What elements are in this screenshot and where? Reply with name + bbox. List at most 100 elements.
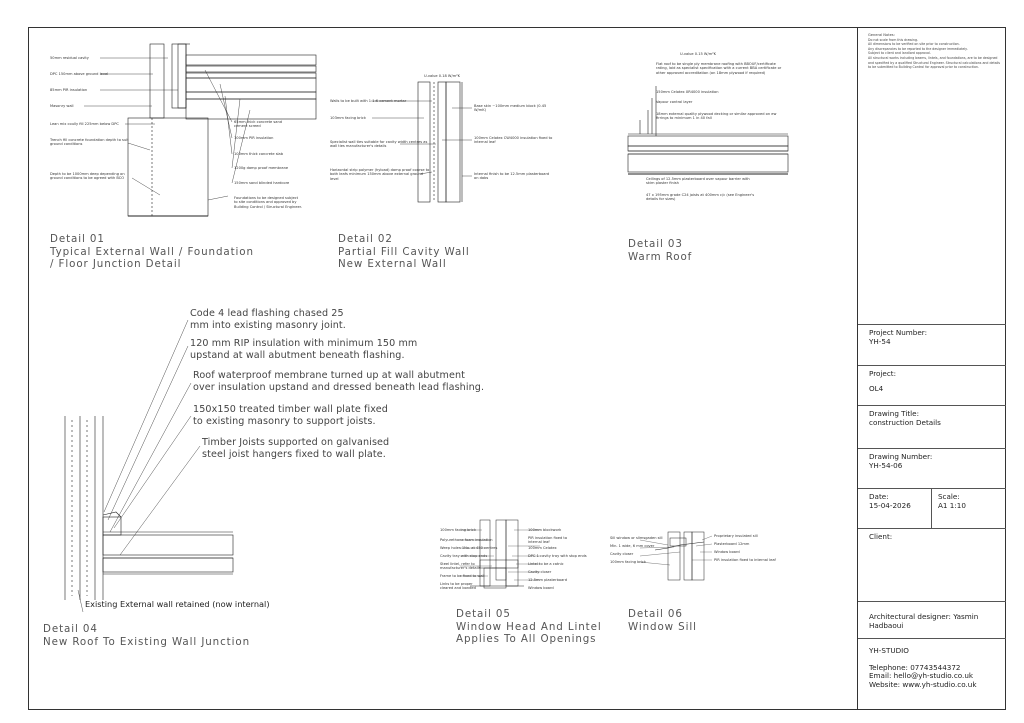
d03-note-1: Flat roof to be single ply membrane roof…	[656, 62, 782, 75]
d04-note-3: Roof waterproof membrane turned up at wa…	[193, 370, 485, 393]
d01-note-6: Trench fill concrete foundation depth to…	[50, 138, 129, 147]
drawing-title: construction Details	[869, 417, 941, 427]
studio-email: Email: hello@yh-studio.co.uk	[869, 671, 974, 680]
d02-note-2: 103mm facing brick	[330, 116, 366, 120]
d03-note-2: 150mm Celotex XR4000 insulation	[656, 90, 719, 94]
detail-06-drawing	[654, 531, 705, 581]
d05-note-10: 100mm Celotex	[528, 546, 557, 550]
d01-note-5: Lean mix coully fill 225mm below DPC	[50, 122, 119, 126]
d05-note-6: Frame to be fixed to wall	[440, 574, 485, 578]
sheet-border	[28, 27, 1006, 710]
d05-note-15: Window board	[528, 586, 554, 590]
d01-note-4: Masonry wall	[50, 104, 74, 108]
detail-04-caption: Detail 04 New Roof To Existing Wall Junc…	[43, 623, 250, 648]
general-notes: General Notes: Do not scale from this dr…	[868, 33, 1004, 70]
general-notes-heading: General Notes:	[868, 33, 895, 37]
d06-note-4: 100mm facing brick	[610, 560, 646, 564]
d02-note-7: Internal finish to be 12.5mm plasterboar…	[474, 172, 550, 181]
project-number: YH-54	[869, 336, 891, 346]
d06-note-5: Proprietary insulated sill	[714, 534, 758, 538]
d05-note-11: DPC 1 cavity tray with stop ends	[528, 554, 587, 558]
d03-note-3: Vapour control layer	[656, 100, 693, 104]
d01-note-1: 50mm residual cavity	[50, 56, 89, 60]
d01-note-11: 1200g damp proof membrane	[234, 166, 289, 170]
date-label: Date:	[869, 492, 889, 501]
d05-note-4: Cavity tray with stop ends	[440, 554, 488, 558]
date-scale-cell: Date: 15-04-2026 Scale: A1 1:10	[858, 488, 1006, 528]
d01-note-13: Foundations to be designed subject to si…	[234, 196, 302, 209]
d05-note-13: Cavity closer	[528, 570, 552, 574]
d03-note-5: Ceilings of 12.5mm plasterboard over vap…	[646, 177, 750, 186]
d05-note-1: 100mm facing brick	[440, 528, 476, 532]
detail-04-leaders	[77, 319, 201, 613]
detail-05-drawing	[470, 519, 524, 589]
d06-note-2: Min. 1 wide, 6 mm cover	[610, 544, 655, 548]
date-scale-divider	[931, 489, 932, 528]
d02-note-6: 100mm Celotex CW4000 insulation fixed to…	[474, 136, 553, 145]
project-cell: Project: OL4	[858, 365, 1006, 405]
d06-note-1: Sill window or slimsgaden sill	[610, 536, 663, 540]
detail-02-leaders	[372, 100, 472, 177]
title-block: General Notes: Do not scale from this dr…	[857, 27, 1006, 710]
scale-value: A1 1:10	[938, 500, 966, 510]
studio-cell: YH-STUDIO Telephone: 07743544372 Email: …	[858, 638, 1006, 710]
d06-note-8: PIR insulation fixed to internal leaf	[714, 558, 776, 562]
detail-01-drawing	[127, 43, 317, 217]
d05-note-9: PIR insulation fixed to internal leaf	[528, 536, 568, 545]
general-note-1: Do not scale from this drawing.	[868, 37, 918, 42]
d04-bottom-note: Existing External wall retained (now int…	[85, 599, 270, 609]
detail-06-leaders	[639, 535, 713, 566]
d01-note-2: DPC 150mm above ground level	[50, 72, 109, 76]
project-label: Project:	[869, 369, 897, 378]
detail-05-caption: Detail 05 Window Head And Lintel Applies…	[456, 608, 602, 646]
drawing-number-label: Drawing Number:	[869, 452, 933, 461]
scale-label: Scale:	[938, 492, 960, 501]
studio-telephone: Telephone: 07743544372	[869, 662, 961, 672]
d03-note-6: 47 x 195mm grade C24 joists at 400mm c/c…	[646, 193, 755, 202]
d02-uvalue: U-value 0.18 W/m²K	[424, 74, 460, 78]
d04-note-1: Code 4 lead flashing chased 25 mm into e…	[190, 308, 346, 331]
detail-02-drawing	[417, 81, 463, 203]
d01-note-10: 100mm thick concrete slab	[234, 152, 284, 156]
general-note-5: All structural works including beams, li…	[868, 55, 1001, 70]
d02-note-4: Horizontal strip polymer (hyload) damp p…	[330, 168, 430, 181]
general-note-3: Any discrepancies to be reported to the …	[868, 46, 968, 51]
detail-04-drawing	[64, 416, 234, 600]
d01-note-12: 150mm sand blinded hardcore	[234, 181, 290, 185]
general-note-4: Subject to client and landlord approval.	[868, 51, 931, 56]
d02-note-5: Base skin ~100mm medium block (0.45 W/mK…	[474, 104, 547, 113]
project-name: OL4	[869, 383, 884, 393]
studio-name: YH-STUDIO	[869, 646, 909, 655]
d03-note-4: 18mm external quality plywood decking or…	[656, 112, 777, 121]
d05-note-7: Links to be proper cleared and bonded	[440, 582, 476, 591]
studio-website: Website: www.yh-studio.co.uk	[869, 679, 977, 689]
d04-note-4: 150x150 treated timber wall plate fixed …	[193, 404, 388, 427]
d05-note-5: Steel lintel, refer to manufacturer's de…	[440, 562, 481, 571]
client-label: Client:	[869, 532, 893, 541]
general-note-2: All dimensions to be verified on site pr…	[868, 42, 960, 47]
designer-cell: Architectural designer: Yasmin Hadbaoui	[858, 601, 1006, 638]
d02-note-1: Walls to be built with 1:1:6 cement mort…	[330, 99, 407, 103]
d02-note-3: Specialist wall ties suitable for cavity…	[330, 140, 428, 149]
detail-06-caption: Detail 06 Window Sill	[628, 608, 697, 633]
d05-note-2: Polyurethane foam insulation	[440, 538, 493, 542]
d05-note-8: 100mm blockwork	[528, 528, 562, 532]
date-value: 15-04-2026	[869, 500, 911, 510]
d04-note-2: 120 mm RIP insulation with minimum 150 m…	[190, 338, 418, 361]
d01-note-7: Depth to be 1000mm deep depending on gro…	[50, 172, 125, 181]
detail-05-leaders	[460, 529, 540, 581]
d04-note-5: Timber Joists supported on galvanised st…	[202, 437, 390, 460]
d01-note-3: 85mm PIR insulation	[50, 88, 88, 92]
d05-note-14: 12.5mm plasterboard	[528, 578, 567, 582]
d01-note-8: 65mm thick concrete sand cement screed	[234, 120, 283, 129]
d01-note-9: 100mm PIR insulation	[234, 136, 274, 140]
client-cell: Client:	[858, 528, 1006, 601]
designer-line: Architectural designer: Yasmin Hadbaoui	[869, 612, 979, 630]
detail-02-caption: Detail 02 Partial Fill Cavity Wall New E…	[338, 233, 470, 271]
d06-note-7: Window board	[714, 550, 740, 554]
detail-01-caption: Detail 01 Typical External Wall / Founda…	[50, 233, 254, 271]
project-number-label: Project Number:	[869, 328, 928, 337]
d06-note-3: Cavity closer	[610, 552, 634, 556]
